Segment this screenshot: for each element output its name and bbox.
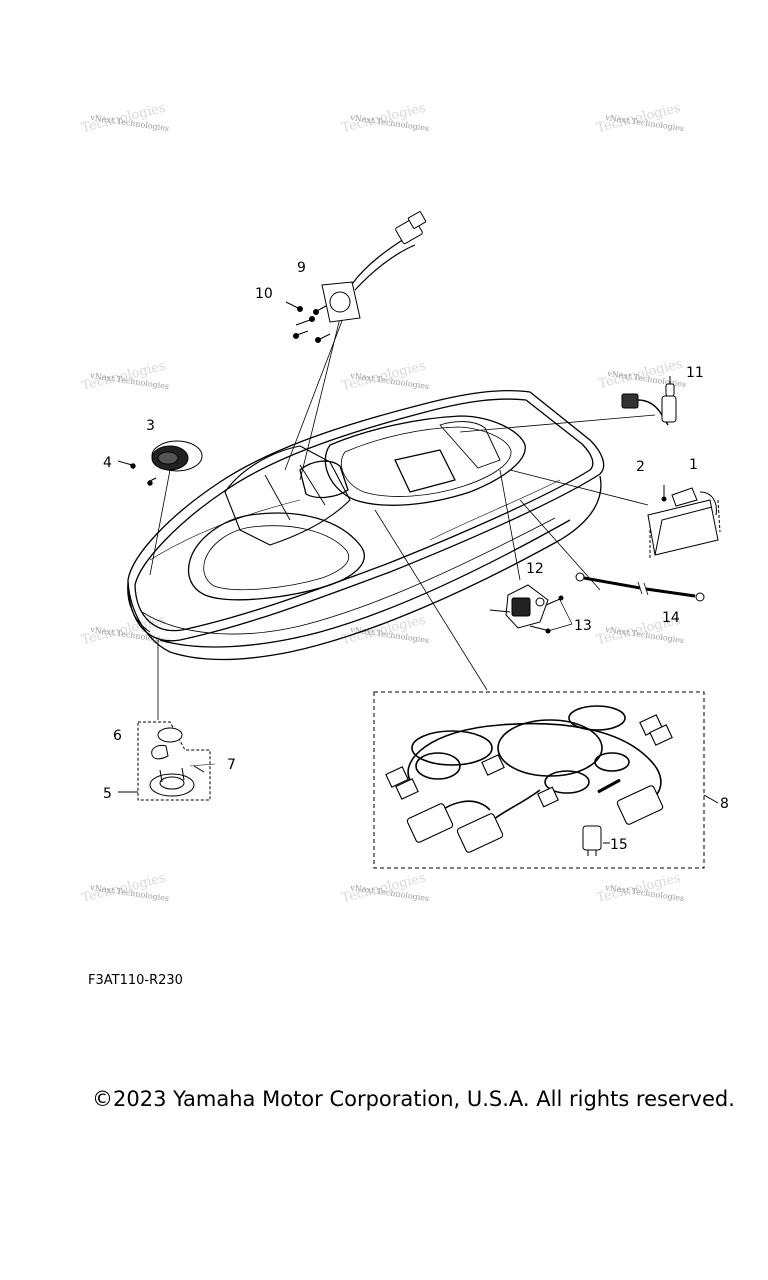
callout-11: 11 bbox=[686, 365, 704, 381]
part-15-relay bbox=[582, 825, 610, 856]
part-12-switch-box bbox=[489, 584, 549, 629]
callout-12: 12 bbox=[526, 561, 544, 577]
watermark: Technologies vNext Technologies bbox=[595, 871, 685, 906]
callout-9: 9 bbox=[297, 260, 306, 276]
callout-7: 7 bbox=[227, 757, 236, 773]
callout-14: 14 bbox=[662, 610, 680, 626]
callout-6: 6 bbox=[113, 728, 122, 744]
boat-hull bbox=[127, 390, 605, 661]
part-10-screws bbox=[285, 301, 331, 343]
part-14-cable bbox=[575, 572, 705, 602]
callout-8: 8 bbox=[720, 796, 729, 812]
callout-1: 1 bbox=[689, 457, 698, 473]
watermark: Technologies vNext Technologies bbox=[80, 359, 170, 394]
part-3-speaker bbox=[151, 440, 203, 472]
leader-lines bbox=[149, 299, 656, 720]
watermark: Technologies vNext Technologies bbox=[340, 871, 430, 906]
watermark: Technologies vNext Technologies bbox=[340, 101, 430, 136]
callout-3: 3 bbox=[146, 418, 155, 434]
watermark: Technologies vNext Technologies bbox=[340, 613, 430, 648]
copyright-notice: ©2023 Yamaha Motor Corporation, U.S.A. A… bbox=[92, 1087, 735, 1111]
part-13-screws bbox=[529, 595, 573, 634]
callout-10: 10 bbox=[255, 286, 273, 302]
part-8-harness bbox=[373, 691, 719, 869]
watermark: Technologies vNext Technologies bbox=[340, 359, 430, 394]
callout-5: 5 bbox=[103, 786, 112, 802]
part-2-screw bbox=[661, 485, 667, 502]
watermark: Technologies vNext Technologies bbox=[595, 101, 685, 136]
watermark: Technologies vNext Technologies bbox=[80, 871, 170, 906]
callouts: 1 2 3 4 5 6 7 8 9 10 11 12 13 14 15 bbox=[103, 260, 729, 853]
watermark: Technologies vNext Technologies bbox=[80, 101, 170, 136]
callout-4: 4 bbox=[103, 455, 112, 471]
part-11-sensor bbox=[621, 376, 677, 426]
part-9-mount-plate bbox=[321, 211, 427, 323]
diagram-code: F3AT110-R230 bbox=[88, 973, 183, 988]
callout-15: 15 bbox=[610, 837, 628, 853]
part-5-7-detail bbox=[118, 721, 216, 801]
callout-2: 2 bbox=[636, 459, 645, 475]
part-4-screws bbox=[117, 460, 157, 486]
part-1-bracket bbox=[647, 487, 721, 560]
callout-13: 13 bbox=[574, 618, 592, 634]
